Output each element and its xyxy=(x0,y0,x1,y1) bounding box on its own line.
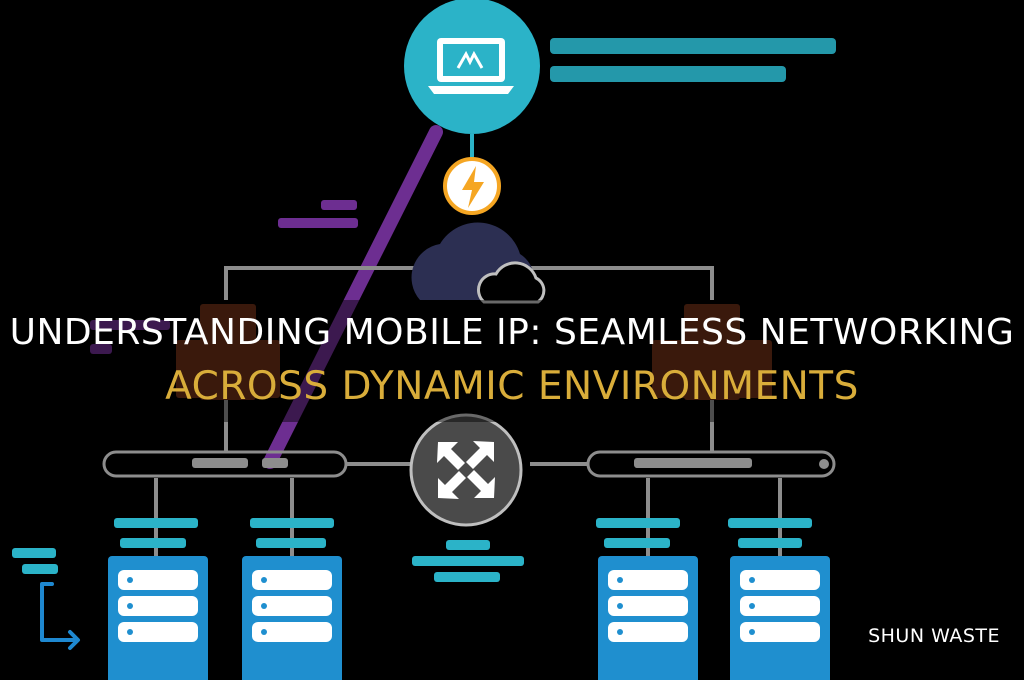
server-icon xyxy=(598,556,698,680)
client-laptop-group xyxy=(404,0,540,134)
headline-shade xyxy=(0,300,1024,422)
left-network-bar xyxy=(102,450,348,478)
server-icon xyxy=(730,556,830,680)
blurred-labels xyxy=(550,38,836,82)
lightning-icon xyxy=(443,157,501,215)
blurred-left-label xyxy=(90,320,170,354)
cloud-icon xyxy=(411,222,546,304)
headline-line-2: ACROSS DYNAMIC ENVIRONMENTS xyxy=(165,364,859,409)
headline-line-1: UNDERSTANDING MOBILE IP: SEAMLESS NETWOR… xyxy=(9,312,1015,353)
router-icon xyxy=(409,413,523,527)
server-icon xyxy=(242,556,342,680)
right-network-bar xyxy=(586,450,836,478)
left-router xyxy=(176,304,280,400)
blurred-tunnel-label xyxy=(278,200,358,228)
brand-watermark: SHUN WASTE xyxy=(868,625,1000,647)
server-icon xyxy=(108,556,208,680)
laptop-icon xyxy=(428,38,514,94)
tunnel-line xyxy=(263,125,443,469)
return-arrow-icon xyxy=(40,582,80,650)
blurred-gateway-labels xyxy=(12,518,812,582)
right-router xyxy=(652,304,772,400)
